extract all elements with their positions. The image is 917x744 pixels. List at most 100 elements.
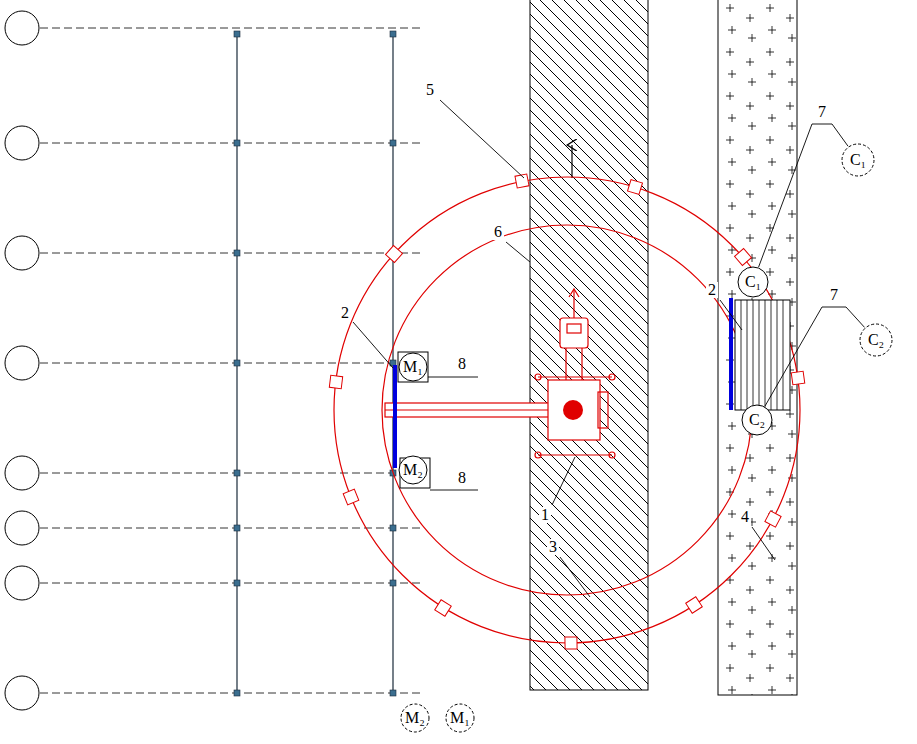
leader-line [560,557,590,597]
circle-outline [399,456,427,484]
outrigger [538,454,612,455]
mark-text: C₂ [749,412,765,428]
leader-line [552,457,575,505]
crane-direction [573,290,574,318]
axis-line [40,693,420,694]
circle-mark [435,600,452,617]
mark-text: M₁ [403,359,423,375]
column-mark [234,690,240,696]
axis-bubbles [5,11,39,710]
callout-number: 7 [828,287,840,303]
mark-text: C₁ [850,152,866,168]
component-hatch [741,300,783,410]
mark-text: M₂ [405,710,425,726]
callout-number: 8 [456,356,468,372]
circled-mark: M₁ [398,352,428,382]
circle-outline [842,144,874,176]
installed-component [393,365,397,468]
road-band [530,0,648,690]
axis-line [40,363,420,364]
building-frame [237,33,393,693]
circle-marks [329,174,804,649]
column-mark [234,360,240,366]
callout-number: 6 [492,224,504,240]
axis-bubble [5,126,39,160]
crane-body [548,380,600,440]
column-mark [390,580,396,586]
circle-mark [791,371,805,385]
column-mark [390,31,396,37]
callout-number: 7 [816,104,828,120]
axis-bubble [5,511,39,545]
circled-mark: C₁ [737,266,769,298]
axis-bubble [5,346,39,380]
circled-mark: M₂ [400,703,430,733]
callout-number: 5 [424,82,436,98]
axis-line [40,253,420,254]
crane-cab [560,318,588,348]
axis-line [40,473,420,474]
crane-window [567,324,581,333]
leader-line [752,527,775,560]
mark-text: C₂ [868,332,884,348]
axis-bubble [5,676,39,710]
circle-mark [765,511,781,527]
circle-mark [735,249,752,266]
mark-text: C₁ [745,274,761,290]
position-square [398,352,428,382]
crane-chassis [581,348,582,380]
crane-direction-head [569,289,579,297]
circle-outline [860,324,892,356]
radius-circle [382,225,752,595]
radius-circle [334,177,800,643]
circle-mark [386,246,403,263]
outrigger-pad [535,452,541,458]
axis-line [40,143,420,144]
axis-line [40,583,420,584]
callout-number: 2 [706,282,718,298]
column-mark [234,250,240,256]
axis-bubble [5,11,39,45]
callout-number: 4 [739,509,751,525]
circle-outline [399,353,427,381]
circle-outline [446,704,474,732]
leader-line [430,490,478,491]
circle-outline [401,704,429,732]
stacked-component [735,300,790,410]
outrigger [538,376,612,377]
axis-bubble [5,236,39,270]
circle-mark [565,637,577,649]
column-mark [234,140,240,146]
axis-bubble [5,456,39,490]
callout-number: 8 [456,470,468,486]
axis-bubble [5,566,39,600]
crane-center [563,400,583,420]
column-mark [390,525,396,531]
circled-mark: M₁ [445,703,475,733]
column-mark [390,140,396,146]
outrigger-pad [609,374,615,380]
axis-line [40,28,420,29]
circle-mark [628,180,643,195]
column-mark [234,580,240,586]
column-mark [234,31,240,37]
column-mark [390,690,396,696]
crane-boom [385,403,550,417]
leader-line [720,300,742,330]
circled-mark: C₁ [841,143,875,177]
leader-connector [759,124,848,267]
column-mark [234,470,240,476]
leader-line [353,322,393,368]
circled-mark: M₂ [398,455,428,485]
mark-text: M₁ [450,710,470,726]
callout-number: 2 [339,305,351,321]
callout-number: 3 [547,539,559,555]
crane-chassis [565,348,566,380]
callout-number: 1 [539,507,551,523]
outrigger-pad [609,452,615,458]
circle-outline [742,405,772,435]
